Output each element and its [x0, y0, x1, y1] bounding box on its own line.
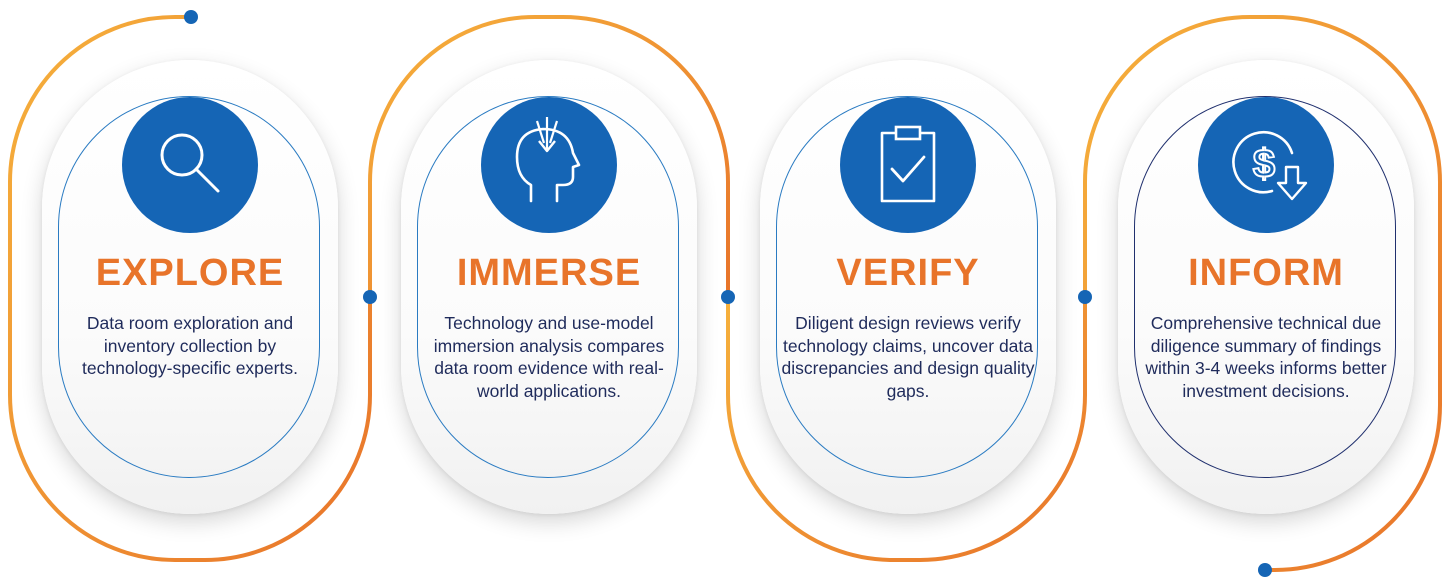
clipboard-check-icon	[880, 125, 936, 203]
stage-description: Data room exploration and inventory coll…	[82, 313, 298, 378]
stage-card-explore: EXPLORE Data room exploration and invent…	[42, 60, 338, 514]
stage-card-inform: $ INFORM Comprehensive technical due dil…	[1118, 60, 1414, 514]
stage-description: Technology and use-model immersion analy…	[433, 313, 665, 401]
arc-explore	[8, 15, 372, 562]
stage-card-immerse: IMMERSE Technology and use-model immersi…	[401, 60, 697, 514]
stage-description: Comprehensive technical due diligence su…	[1145, 313, 1387, 401]
stage-description: Diligent design reviews verify technolog…	[781, 313, 1035, 401]
connector-dot	[184, 10, 198, 24]
connector-dot	[1258, 563, 1272, 577]
icon-badge	[122, 97, 258, 233]
stage-title: VERIFY	[836, 252, 980, 294]
arc-verify	[726, 297, 1087, 562]
icon-badge	[481, 97, 617, 233]
head-with-arrows-icon	[515, 117, 581, 203]
arc-inform	[1083, 15, 1442, 572]
dollar-down-arrow-icon: $	[1232, 130, 1308, 201]
card-border	[417, 96, 679, 478]
connector-dot	[363, 290, 377, 304]
card-border	[1134, 96, 1396, 478]
stage-title: IMMERSE	[456, 252, 642, 294]
stage-title: EXPLORE	[95, 252, 285, 294]
svg-text:$: $	[1253, 142, 1275, 186]
card-border	[58, 96, 320, 478]
connector-dot	[721, 290, 735, 304]
arc-immerse	[368, 15, 730, 297]
icon-badge	[840, 97, 976, 233]
connector-dot	[1078, 290, 1092, 304]
magnifying-glass-icon	[160, 133, 220, 193]
card-border	[776, 96, 1038, 478]
icon-badge: $	[1198, 97, 1334, 233]
stage-card-verify: VERIFY Diligent design reviews verify te…	[760, 60, 1056, 514]
stage-title: INFORM	[1188, 252, 1344, 294]
